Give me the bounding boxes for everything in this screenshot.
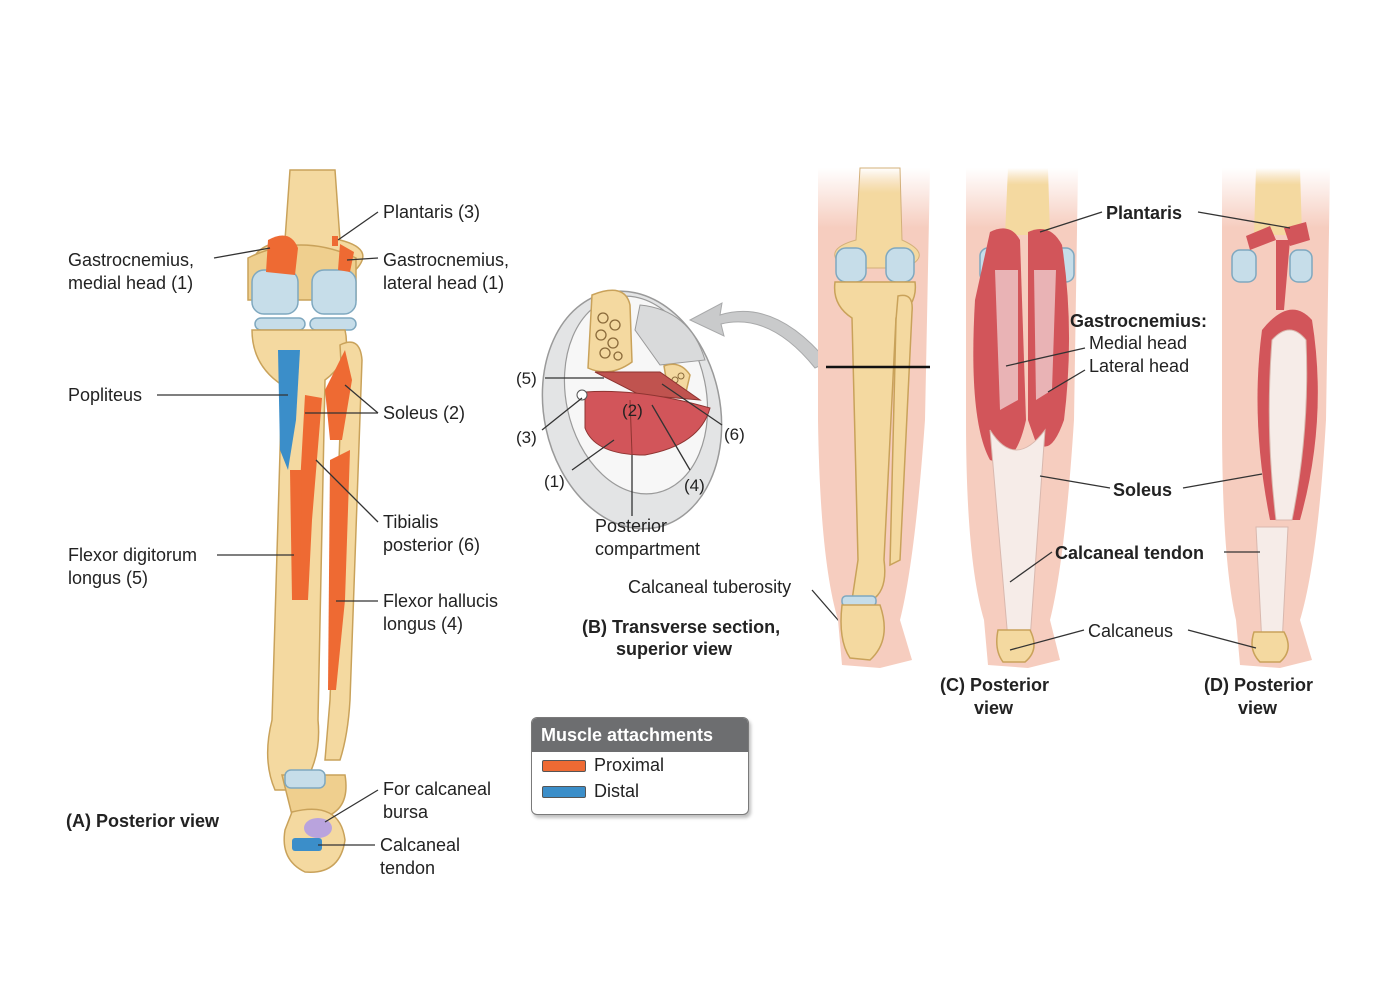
label-gastroc-lateral-l2: lateral head (1) <box>383 273 504 293</box>
label-tibialis-posterior-l2: posterior (6) <box>383 535 480 555</box>
label-plantaris: Plantaris <box>1106 203 1182 223</box>
panel-c-title-l1: (C) Posterior <box>940 675 1049 695</box>
muscle-attachments-legend: Muscle attachments Proximal Distal <box>531 717 749 815</box>
label-gastroc-medial-l2: medial head (1) <box>68 273 193 293</box>
label-calcaneal-tendon-l2: tendon <box>380 858 435 878</box>
label-calcaneus: Calcaneus <box>1088 621 1173 641</box>
label-calcaneal-tendon: Calcaneal tendon <box>1055 543 1204 563</box>
label-gastrocnemius: Gastrocnemius: <box>1070 311 1207 331</box>
panel-c-muscle-illustration <box>966 168 1078 668</box>
number-5: (5) <box>516 369 537 388</box>
label-calcaneal-tuberosity: Calcaneal tuberosity <box>628 577 791 597</box>
label-plantaris-3: Plantaris (3) <box>383 202 480 222</box>
panel-d-title-l2: view <box>1238 698 1278 718</box>
panel-b-labels: (5) (2) (3) (6) (1) (4) Posterior compar… <box>516 369 791 659</box>
panel-b-title-l1: (B) Transverse section, <box>582 617 780 637</box>
label-posterior-l1: Posterior <box>595 516 667 536</box>
shared-leaders <box>1005 211 1291 651</box>
label-lateral-head: Lateral head <box>1089 356 1189 376</box>
panel-c-bones-illustration <box>818 167 930 668</box>
legend-item-proximal: Proximal <box>532 752 748 778</box>
label-gastroc-medial-l1: Gastrocnemius, <box>68 250 194 270</box>
panel-d-muscle-illustration <box>1222 168 1330 668</box>
label-popliteus: Popliteus <box>68 385 142 405</box>
number-1: (1) <box>544 472 565 491</box>
legend-title: Muscle attachments <box>532 718 748 752</box>
panel-b-leaders <box>541 377 846 629</box>
panel-a-title: (A) Posterior view <box>66 811 220 831</box>
panel-c-title-l2: view <box>974 698 1014 718</box>
legend-label-proximal: Proximal <box>594 755 665 775</box>
label-bursa-l2: bursa <box>383 802 429 822</box>
label-fhl-l1: Flexor hallucis <box>383 591 498 611</box>
number-3: (3) <box>516 428 537 447</box>
panel-b-title-l2: superior view <box>616 639 733 659</box>
label-fdl-l2: longus (5) <box>68 568 148 588</box>
label-calcaneal-tendon-l1: Calcaneal <box>380 835 460 855</box>
number-6: (6) <box>724 425 745 444</box>
label-fhl-l2: longus (4) <box>383 614 463 634</box>
label-medial-head: Medial head <box>1089 333 1187 353</box>
panel-a-leaders <box>157 211 379 846</box>
panel-a-illustration <box>247 169 364 873</box>
number-4: (4) <box>684 476 705 495</box>
label-bursa-l1: For calcaneal <box>383 779 491 799</box>
label-tibialis-posterior-l1: Tibialis <box>383 512 438 532</box>
label-soleus: Soleus <box>1113 480 1172 500</box>
panel-d-title-l1: (D) Posterior <box>1204 675 1313 695</box>
label-soleus-2: Soleus (2) <box>383 403 465 423</box>
legend-swatch-proximal <box>542 760 586 773</box>
number-2: (2) <box>622 401 643 420</box>
legend-label-distal: Distal <box>594 781 640 801</box>
panel-a-labels: Plantaris (3) Gastrocnemius, medial head… <box>66 202 509 878</box>
panel-b-illustration <box>541 289 723 530</box>
label-gastroc-lateral-l1: Gastrocnemius, <box>383 250 509 270</box>
legend-swatch-distal <box>542 786 586 799</box>
legend-item-distal: Distal <box>532 778 748 804</box>
label-fdl-l1: Flexor digitorum <box>68 545 197 565</box>
section-arrow-icon <box>688 302 829 369</box>
shared-labels: Plantaris Gastrocnemius: Medial head Lat… <box>940 203 1313 718</box>
label-posterior-l2: compartment <box>595 539 700 559</box>
